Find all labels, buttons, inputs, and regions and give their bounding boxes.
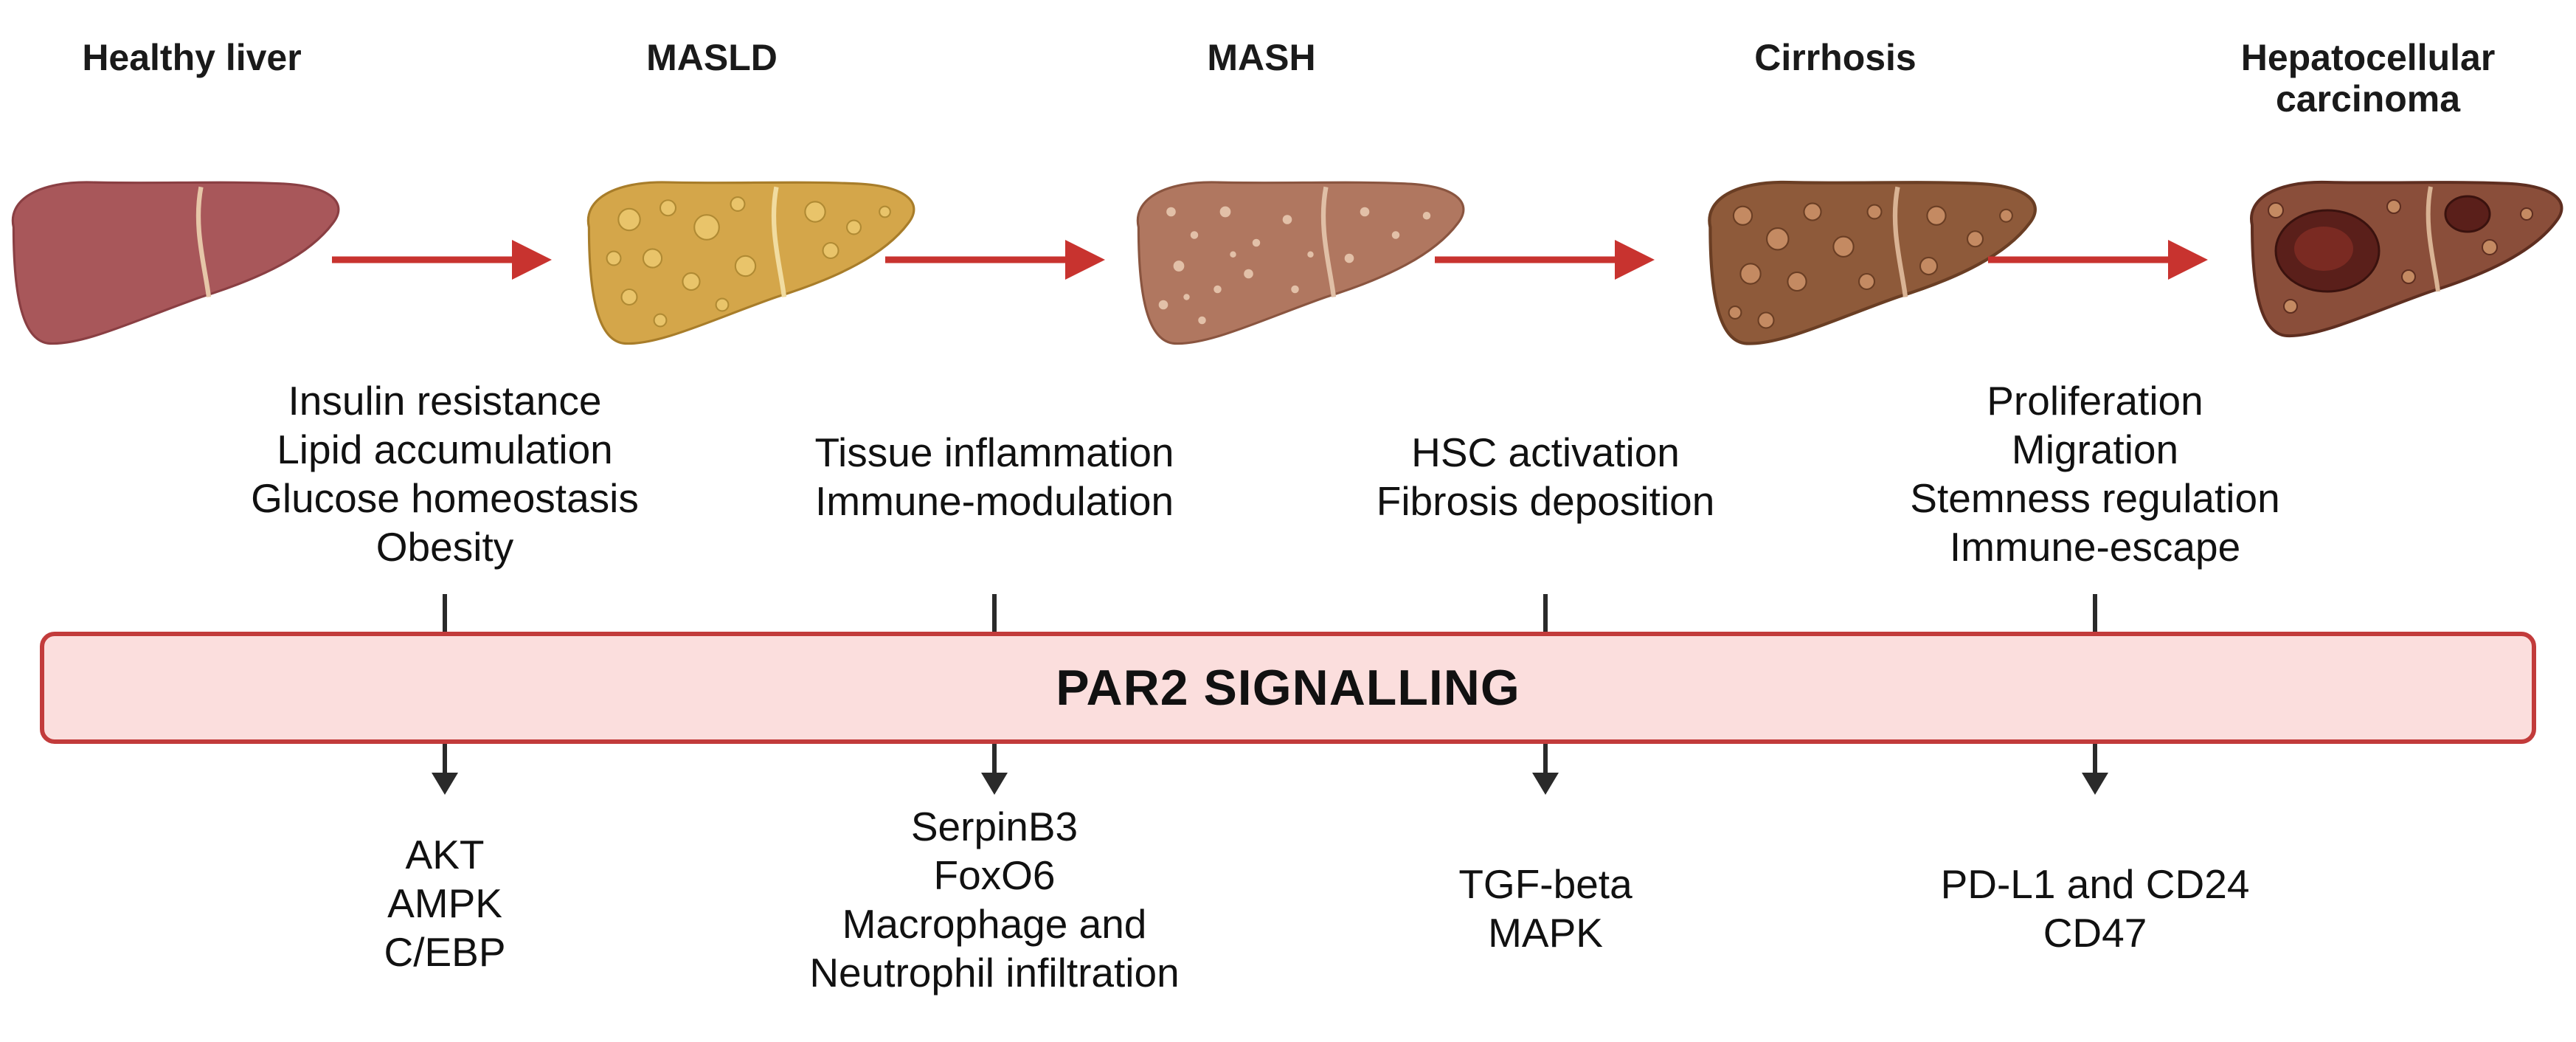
stage-title-hcc: Hepatocellular carcinoma	[2240, 37, 2496, 120]
mediator-item: AKT	[405, 832, 485, 877]
mediator-item: SerpinB3	[910, 804, 1078, 849]
mash-liver-icon	[1136, 181, 1465, 345]
stage-title-healthy: Healthy liver	[82, 37, 302, 78]
masld-liver-icon	[586, 181, 915, 345]
mediator-item: AMPK	[387, 880, 502, 926]
effect-item: Glucose homeostasis	[251, 475, 639, 521]
stage-title-cirrhosis: Cirrhosis	[1754, 37, 1917, 78]
mediators-mash: SerpinB3 FoxO6 Macrophage and Neutrophil…	[773, 802, 1216, 997]
effect-item: Lipid accumulation	[277, 427, 613, 472]
effects-hcc: Proliferation Migration Stemness regulat…	[1874, 376, 2316, 571]
effect-item: Proliferation	[1987, 378, 2203, 424]
mediator-item: CD47	[2043, 910, 2147, 956]
mediator-item: Macrophage and	[842, 901, 1147, 947]
mediator-item: TGF-beta	[1458, 861, 1632, 907]
mediators-cirrhosis: TGF-beta MAPK	[1398, 860, 1693, 957]
stage-title-masld: MASLD	[646, 37, 778, 78]
stage-title-mash: MASH	[1207, 37, 1316, 78]
effect-item: Migration	[2011, 427, 2179, 472]
effect-item: Obesity	[375, 524, 514, 570]
effects-mash: Tissue inflammation Immune-modulation	[773, 428, 1216, 525]
mediators-masld: AKT AMPK C/EBP	[297, 830, 592, 976]
mediator-item: C/EBP	[384, 929, 506, 975]
effect-item: Tissue inflammation	[814, 429, 1174, 475]
mediators-hcc: PD-L1 and CD24 CD47	[1911, 860, 2279, 957]
effect-item: Fibrosis deposition	[1376, 478, 1715, 524]
effect-item: Immune-escape	[1949, 524, 2241, 570]
par2-signalling-band: PAR2 SIGNALLING	[40, 632, 2536, 744]
effect-item: HSC activation	[1411, 429, 1680, 475]
hcc-liver-icon	[2249, 180, 2563, 338]
effect-item: Insulin resistance	[288, 378, 602, 424]
effect-item: Stemness regulation	[1910, 475, 2280, 521]
mediator-item: PD-L1 and CD24	[1940, 861, 2250, 907]
effect-item: Immune-modulation	[814, 478, 1174, 524]
mediator-item: FoxO6	[933, 852, 1056, 898]
cirrhosis-liver-icon	[1709, 182, 2035, 344]
band-label: PAR2 SIGNALLING	[1056, 660, 1520, 716]
effects-cirrhosis: HSC activation Fibrosis deposition	[1324, 428, 1767, 525]
healthy-liver-icon	[11, 181, 340, 345]
mediator-item: MAPK	[1488, 910, 1603, 956]
effects-masld: Insulin resistance Lipid accumulation Gl…	[224, 376, 666, 571]
mediator-item: Neutrophil infiltration	[809, 950, 1180, 996]
